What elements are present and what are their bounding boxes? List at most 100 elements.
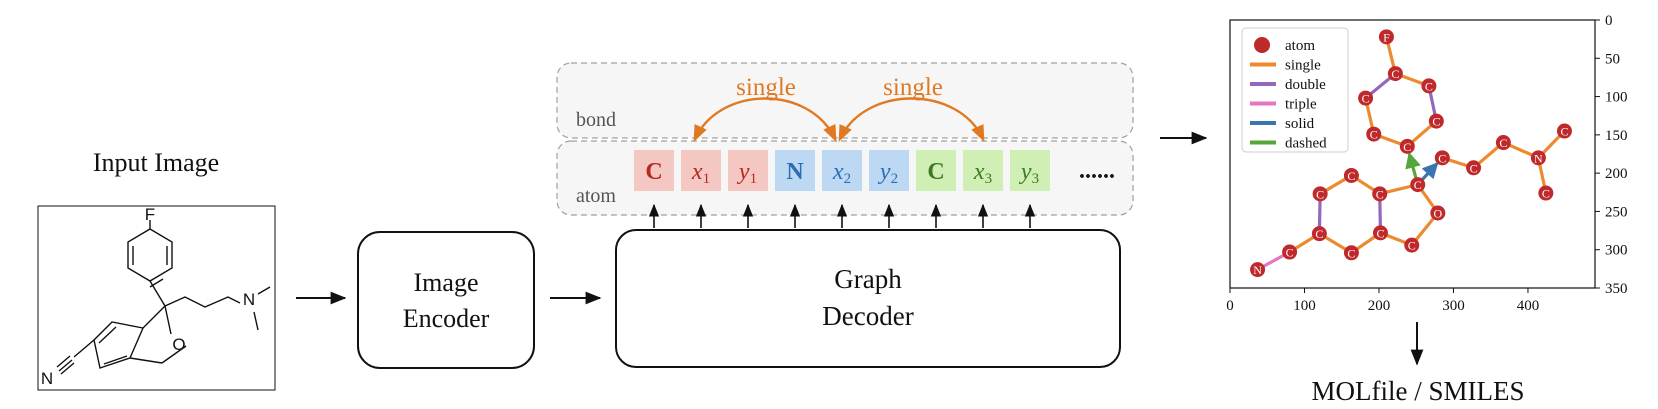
plot-atom-c8: C bbox=[1466, 160, 1482, 176]
plot-atom-c9: C bbox=[1495, 135, 1511, 151]
atom-label-f: F bbox=[145, 205, 155, 224]
plot-bond-9 bbox=[1421, 162, 1439, 181]
plot-atom-label-m1: C bbox=[1560, 125, 1568, 139]
y-tick-label-150: 150 bbox=[1605, 128, 1628, 144]
legend-entry-triple: triple bbox=[1250, 97, 1317, 113]
plot-atom-c3: C bbox=[1358, 90, 1374, 106]
plot-atom-label-a4: C bbox=[1315, 227, 1323, 241]
plot-atom-N1: N bbox=[1530, 150, 1546, 166]
plot-atom-O: O bbox=[1430, 205, 1446, 221]
x-tick-label-200: 200 bbox=[1368, 298, 1391, 314]
token-1: C bbox=[634, 150, 674, 191]
token-6: y2 bbox=[869, 150, 909, 191]
plot-atom-label-m2: C bbox=[1542, 187, 1550, 201]
y-tick-label-250: 250 bbox=[1605, 204, 1628, 220]
x-tick-label-400: 400 bbox=[1517, 298, 1540, 314]
y-tick-label-350: 350 bbox=[1605, 281, 1628, 297]
encoder-label-line1: Image bbox=[414, 268, 479, 297]
encoder-label-line2: Encoder bbox=[403, 304, 490, 333]
plot-atom-label-a5: C bbox=[1316, 187, 1324, 201]
decoder-label-line1: Graph bbox=[834, 264, 902, 294]
plot-atom-label-O: O bbox=[1433, 206, 1442, 220]
y-tick-label-300: 300 bbox=[1605, 243, 1628, 259]
legend-label-solid: solid bbox=[1285, 116, 1315, 132]
bond-arc-label-2: single bbox=[883, 74, 943, 101]
legend-entry-solid: solid bbox=[1250, 116, 1315, 132]
plot-atom-c7: C bbox=[1434, 150, 1450, 166]
y-tick-label-100: 100 bbox=[1605, 90, 1628, 106]
plot-atom-a2: C bbox=[1372, 225, 1388, 241]
plot-atom-c1: C bbox=[1387, 66, 1403, 82]
plot-atom-label-c5: C bbox=[1370, 128, 1378, 142]
token-3: y1 bbox=[728, 150, 768, 191]
plot-atom-label-F: F bbox=[1383, 30, 1390, 44]
bond-arc-2 bbox=[838, 97, 985, 143]
plot-atom-label-c2: C bbox=[1425, 79, 1433, 93]
input-image-frame bbox=[37, 205, 276, 391]
legend-entry-single: single bbox=[1250, 58, 1321, 74]
plot-atom-a6: C bbox=[1343, 167, 1359, 183]
plot-atom-label-c4: C bbox=[1432, 115, 1440, 129]
token-4: N bbox=[775, 150, 815, 191]
plot-atom-label-cn: C bbox=[1286, 246, 1294, 260]
sequence-ellipsis: ...... bbox=[1079, 158, 1115, 184]
legend-label-double: double bbox=[1285, 77, 1326, 93]
plot-atom-label-a2: C bbox=[1376, 226, 1384, 240]
legend-entry-double: double bbox=[1250, 77, 1326, 93]
plot-atom-a3: C bbox=[1343, 245, 1359, 261]
bond-row: bond bbox=[556, 62, 1134, 139]
y-tick-label-0: 0 bbox=[1605, 13, 1613, 29]
bond-arc-label-1: single bbox=[736, 74, 796, 101]
token-8: x3 bbox=[963, 150, 1003, 191]
plot-atom-cb: C bbox=[1404, 237, 1420, 253]
token-9: y3 bbox=[1010, 150, 1050, 191]
legend-entry-dashed: dashed bbox=[1250, 136, 1327, 152]
token-7: C bbox=[916, 150, 956, 191]
input-section: Input Image F N bbox=[37, 148, 276, 391]
plot-atom-a1: C bbox=[1372, 186, 1388, 202]
bond-arcs: single single bbox=[693, 74, 985, 143]
plot-atom-m2: C bbox=[1538, 185, 1554, 201]
molecule-drawing bbox=[56, 220, 271, 375]
plot-atom-label-cb: C bbox=[1408, 239, 1416, 253]
token-text-4: N bbox=[786, 159, 804, 185]
bond-row-label: bond bbox=[576, 109, 616, 131]
plot-atom-F: F bbox=[1378, 29, 1394, 45]
plot-atom-N2: N bbox=[1250, 262, 1266, 278]
atom-row-label: atom bbox=[576, 185, 616, 207]
atom-label-n-amine: N bbox=[243, 290, 255, 309]
plot-atom-label-c8: C bbox=[1470, 161, 1478, 175]
plot-atom-a4: C bbox=[1311, 226, 1327, 242]
plot-atom-c4: C bbox=[1428, 113, 1444, 129]
plot-atom-label-c6: C bbox=[1403, 140, 1411, 154]
token-input-arrows bbox=[648, 203, 1036, 228]
graph-decoder-box: Graph Decoder bbox=[615, 229, 1121, 368]
x-tick-label-100: 100 bbox=[1293, 298, 1316, 314]
atom-label-o: O bbox=[172, 335, 185, 354]
legend-label-dashed: dashed bbox=[1285, 136, 1327, 152]
x-tick-label-300: 300 bbox=[1442, 298, 1465, 314]
y-tick-label-200: 200 bbox=[1605, 166, 1628, 182]
token-2: x1 bbox=[681, 150, 721, 191]
plot-atom-label-c7: C bbox=[1438, 151, 1446, 165]
plot-atom-label-a1: C bbox=[1376, 187, 1384, 201]
legend-label-single: single bbox=[1285, 58, 1321, 74]
decoder-label-line2: Decoder bbox=[822, 301, 913, 331]
plot-atom-label-a3: C bbox=[1347, 246, 1355, 260]
plot-atom-label-q: C bbox=[1414, 178, 1422, 192]
y-tick-label-50: 50 bbox=[1605, 51, 1620, 67]
plot-atom-c2: C bbox=[1421, 78, 1437, 94]
input-title: Input Image bbox=[93, 148, 219, 177]
plot-atom-c6: C bbox=[1399, 138, 1415, 154]
bond-arc-1 bbox=[693, 97, 837, 143]
plot-atom-label-N2: N bbox=[1253, 263, 1262, 277]
plot-atom-label-N1: N bbox=[1534, 151, 1543, 165]
output-format-label: MOLfile / SMILES bbox=[1312, 376, 1525, 406]
plot-atom-label-c1: C bbox=[1391, 67, 1399, 81]
plot-bond-8 bbox=[1405, 151, 1421, 179]
